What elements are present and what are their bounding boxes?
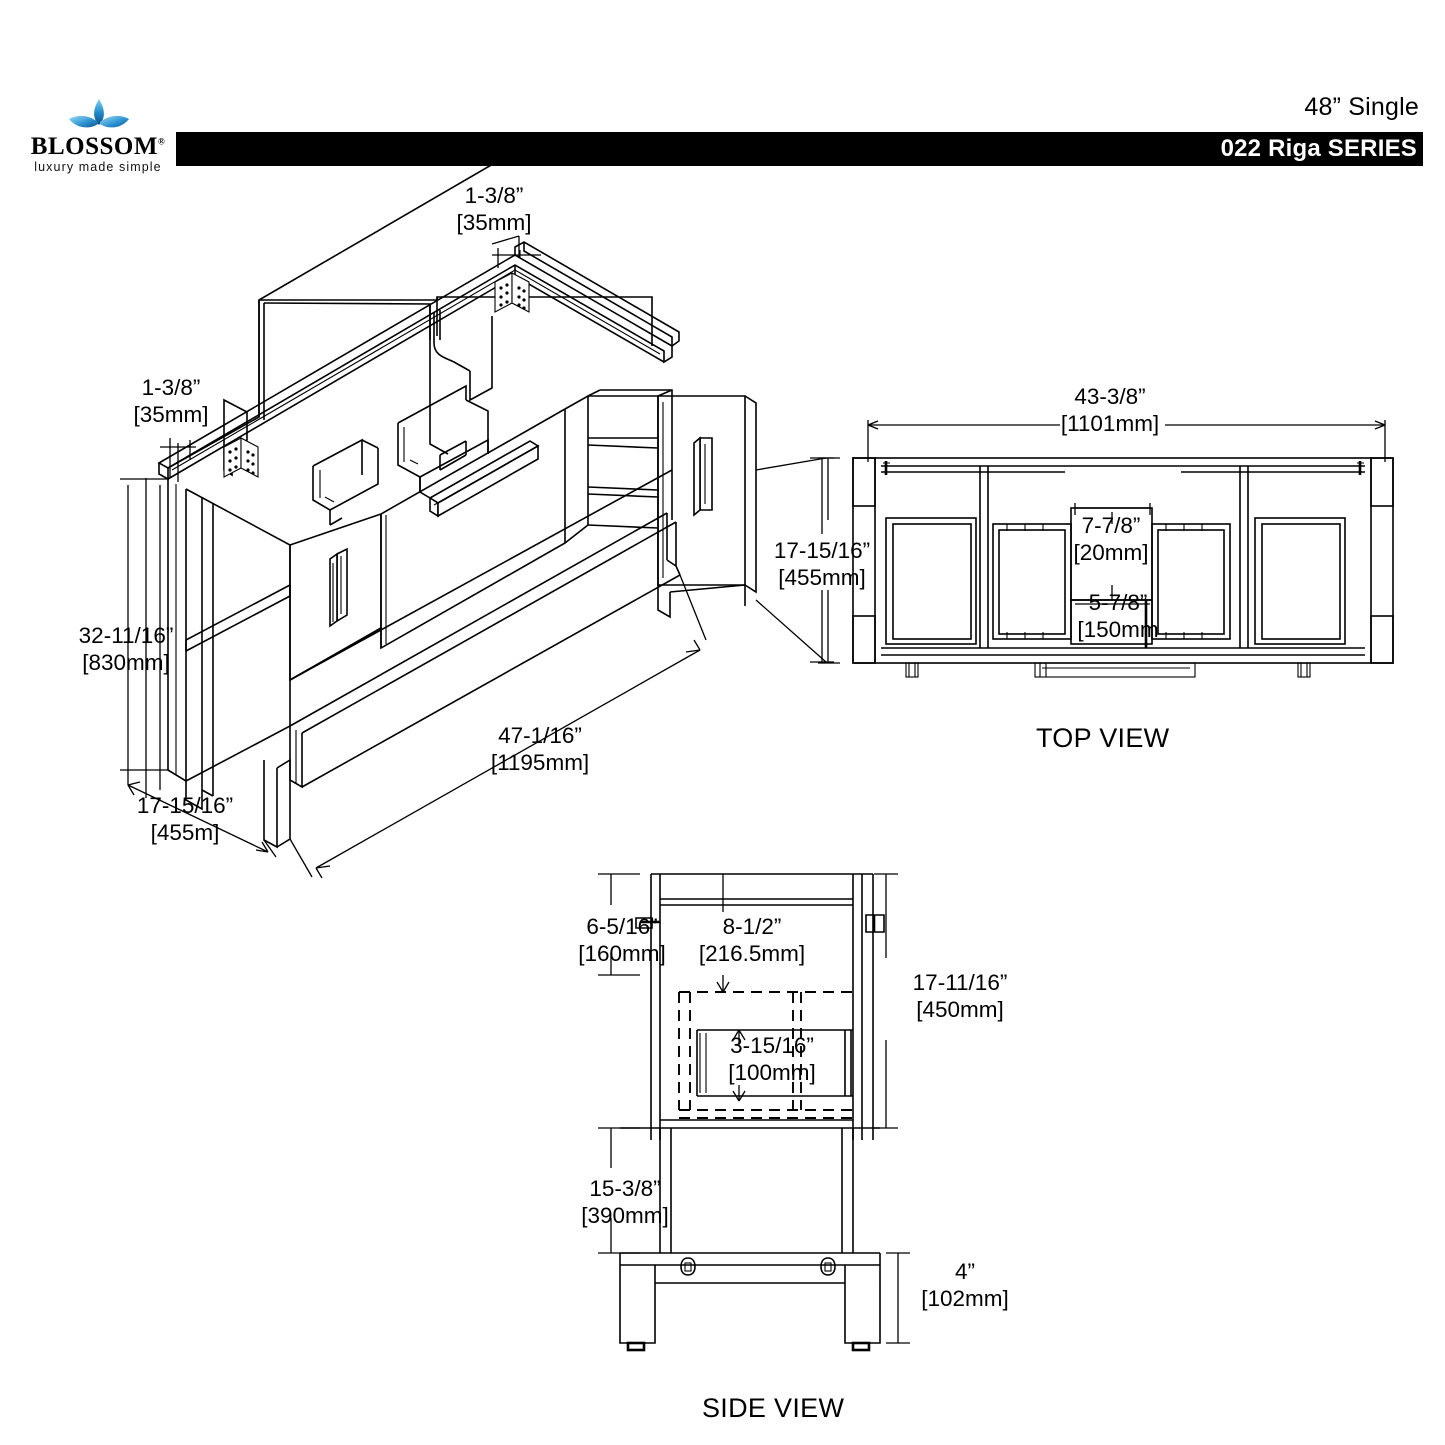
dim-overall-width: 47-1/16” [1195mm] <box>490 723 590 775</box>
dim-side-panel-thickness: 1-3/8” [35mm] <box>133 375 209 427</box>
dim-overall-depth-right: 17-15/16” [455mm] <box>773 538 871 590</box>
brand-wordmark: BLOSSOM® <box>18 134 178 159</box>
blossom-logo: BLOSSOM® luxury made simple <box>18 98 178 174</box>
dim-drawer-height: 3-15/16” [100mm] <box>728 1033 816 1085</box>
brand-tagline: luxury made simple <box>34 160 162 174</box>
dim-overall-depth-front: 17-15/16” [455m] <box>136 793 234 845</box>
series-bar: 022 Riga SERIES <box>176 132 1423 166</box>
brand-name-text: BLOSSOM <box>30 133 158 160</box>
dim-leg-height: 4” [102mm] <box>921 1259 1009 1311</box>
series-label: 022 Riga SERIES <box>1220 135 1417 162</box>
dim-center-opening-width: 5-7/8” [150mm <box>1077 590 1159 642</box>
dim-top-section-height: 6-5/16” [160mm] <box>578 914 666 966</box>
dim-drawer-offset: 8-1/2” [216.5mm] <box>698 914 806 966</box>
dim-lower-section-height: 15-3/8” [390mm] <box>581 1176 669 1228</box>
blossom-three-petal-flower-icon <box>69 99 129 128</box>
model-label: 48” Single <box>1304 93 1419 121</box>
dim-center-opening-depth: 7-7/8” [20mm] <box>1073 513 1149 565</box>
side-view-caption: SIDE VIEW <box>702 1393 845 1423</box>
top-view-caption: TOP VIEW <box>1036 723 1170 753</box>
dim-overall-height: 32-11/16” [830mm] <box>78 623 174 675</box>
dim-top-panel-thickness: 1-3/8” [35mm] <box>456 183 532 235</box>
dim-side-cabinet-depth: 17-11/16” [450mm] <box>912 970 1008 1022</box>
trademark-symbol: ® <box>157 136 166 147</box>
dim-top-interior-width: 43-3/8” [1101mm] <box>1060 384 1160 436</box>
